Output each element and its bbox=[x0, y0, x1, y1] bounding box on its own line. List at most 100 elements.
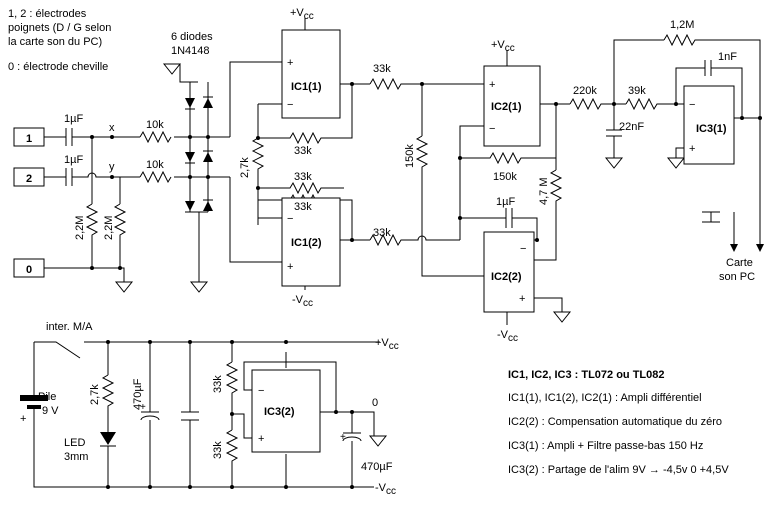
vcc-text: +V bbox=[290, 7, 304, 19]
vee-text: -V bbox=[497, 329, 509, 341]
ic2-wiring bbox=[415, 50, 572, 325]
led-label-2: 3mm bbox=[64, 451, 88, 463]
card-arrow-2 bbox=[756, 244, 764, 252]
diodes-label-1: 6 diodes bbox=[171, 31, 213, 43]
led-label-1: LED bbox=[64, 437, 85, 449]
ic1-1-minus: − bbox=[287, 99, 293, 111]
c-bulk-label: 470µF bbox=[132, 378, 144, 410]
r-mid-label: 33k bbox=[294, 171, 312, 183]
ic3-2-opamp bbox=[251, 369, 321, 453]
c-in2-label: 1µF bbox=[64, 154, 83, 166]
r-47-label: 4,7 M bbox=[538, 177, 550, 205]
r-fb1-label: 33k bbox=[294, 145, 312, 157]
ic1-wiring bbox=[229, 18, 484, 290]
battery-plate-long bbox=[20, 395, 48, 401]
r-39-label: 39k bbox=[628, 85, 646, 97]
legend-line-2: IC1(1), IC1(2), IC2(1) : Ampli différent… bbox=[508, 392, 702, 404]
ic1-1-label: IC1(1) bbox=[291, 81, 322, 93]
ic2-vee-label: -Vcc bbox=[497, 329, 518, 344]
ic3-1-plus: + bbox=[689, 143, 695, 155]
input-1-label: 1 bbox=[26, 133, 32, 145]
r-div2-label: 33k bbox=[212, 441, 224, 459]
electrode-note: 1, 2 : électrodes poignets (D / G selon … bbox=[8, 8, 111, 73]
ic3-1-opamp bbox=[683, 85, 735, 165]
r-g1-label: 2,2M bbox=[74, 216, 86, 240]
ic2-1-label: IC2(1) bbox=[491, 101, 522, 113]
ic1-1-opamp bbox=[281, 29, 341, 119]
node-y-label: y bbox=[109, 161, 115, 173]
ic3-1-minus: − bbox=[689, 99, 695, 111]
r-led-label: 2,7k bbox=[89, 384, 101, 405]
psu-vee-label: -Vcc bbox=[375, 482, 396, 497]
ic1-2-plus: + bbox=[287, 261, 293, 273]
vcc-text: +V bbox=[375, 337, 389, 349]
ic1-1-plus: + bbox=[287, 57, 293, 69]
ic3-2-plus: + bbox=[258, 433, 264, 445]
r-in2-label: 10k bbox=[146, 159, 164, 171]
legend-line-5: IC3(2) : Partage de l'alim 9V → -4,5v 0 … bbox=[508, 464, 729, 476]
legend-line-4: IC3(1) : Ampli + Filtre passe-bas 150 Hz bbox=[508, 440, 703, 452]
c-in1-label: 1µF bbox=[64, 113, 83, 125]
input-2-label: 2 bbox=[26, 173, 32, 185]
ic2-1-minus: − bbox=[489, 123, 495, 135]
ic2-2-opamp bbox=[483, 231, 535, 313]
r-fb2-label: 33k bbox=[294, 201, 312, 213]
note-line-1: 1, 2 : électrodes bbox=[8, 8, 87, 20]
battery-label-2: 9 V bbox=[42, 405, 59, 417]
note-line-2: poignets (D / G selon bbox=[8, 22, 111, 34]
ic3-1-label: IC3(1) bbox=[696, 123, 727, 135]
r-o2-label: 33k bbox=[373, 227, 391, 239]
power-wiring bbox=[33, 341, 388, 488]
node-x-label: x bbox=[109, 122, 115, 134]
legend-line-1: IC1, IC2, IC3 : TL072 ou TL082 bbox=[508, 369, 665, 381]
zero-label: 0 bbox=[372, 397, 378, 409]
vcc-text: +V bbox=[491, 39, 505, 51]
legend-line-3: IC2(2) : Compensation automatique du zér… bbox=[508, 416, 722, 428]
battery-plus: + bbox=[20, 413, 26, 425]
c-int-label: 1µF bbox=[496, 196, 515, 208]
legend: IC1, IC2, IC3 : TL072 ou TL082 IC1(1), I… bbox=[508, 369, 729, 476]
note-line-3: la carte son du PC) bbox=[8, 36, 102, 48]
card-label-1: Carte bbox=[726, 257, 753, 269]
ic1-vcc-label: +Vcc bbox=[290, 7, 314, 22]
r-in1-label: 10k bbox=[146, 119, 164, 131]
vee-sub: cc bbox=[508, 333, 518, 344]
ic1-2-minus: − bbox=[287, 213, 293, 225]
r-div1-label: 33k bbox=[212, 375, 224, 393]
ic1-2-opamp bbox=[281, 197, 341, 287]
vee-sub: cc bbox=[303, 298, 313, 309]
vee-text: -V bbox=[375, 482, 387, 494]
ic3-2-label: IC3(2) bbox=[264, 406, 295, 418]
input-wiring bbox=[44, 128, 230, 293]
r-150h-label: 150k bbox=[493, 171, 517, 183]
r-220-label: 220k bbox=[573, 85, 597, 97]
diode-bridge bbox=[162, 63, 213, 293]
c-out-label: 470µF bbox=[361, 461, 393, 473]
ic2-2-label: IC2(2) bbox=[491, 271, 522, 283]
c-out-plus: + bbox=[340, 432, 346, 443]
r-12m-label: 1,2M bbox=[670, 19, 694, 31]
note-line-4: 0 : électrode cheville bbox=[8, 61, 108, 73]
diodes-label-2: 1N4148 bbox=[171, 45, 210, 57]
card-arrow-1 bbox=[730, 244, 738, 252]
psu-vcc-label: +Vcc bbox=[375, 337, 399, 352]
battery-label-1: Pile bbox=[38, 391, 56, 403]
r-o1-label: 33k bbox=[373, 63, 391, 75]
c-bulk-plus: + bbox=[140, 402, 146, 413]
c-22-label: 22nF bbox=[619, 121, 644, 133]
ic1-vee-label: -Vcc bbox=[292, 294, 313, 309]
vee-text: -V bbox=[292, 294, 304, 306]
ic2-2-minus: − bbox=[520, 243, 526, 255]
r-27-label: 2,7k bbox=[239, 157, 251, 178]
card-label-2: son PC bbox=[719, 271, 755, 283]
input-0-label: 0 bbox=[26, 264, 32, 276]
r-150v-label: 150k bbox=[404, 144, 416, 168]
ic2-2-plus: + bbox=[519, 293, 525, 305]
vee-sub: cc bbox=[386, 486, 396, 497]
ic1-2-label: IC1(2) bbox=[291, 237, 322, 249]
vcc-sub: cc bbox=[304, 11, 314, 22]
ic2-1-opamp bbox=[483, 65, 541, 147]
ic2-1-plus: + bbox=[489, 79, 495, 91]
vcc-sub: cc bbox=[389, 341, 399, 352]
